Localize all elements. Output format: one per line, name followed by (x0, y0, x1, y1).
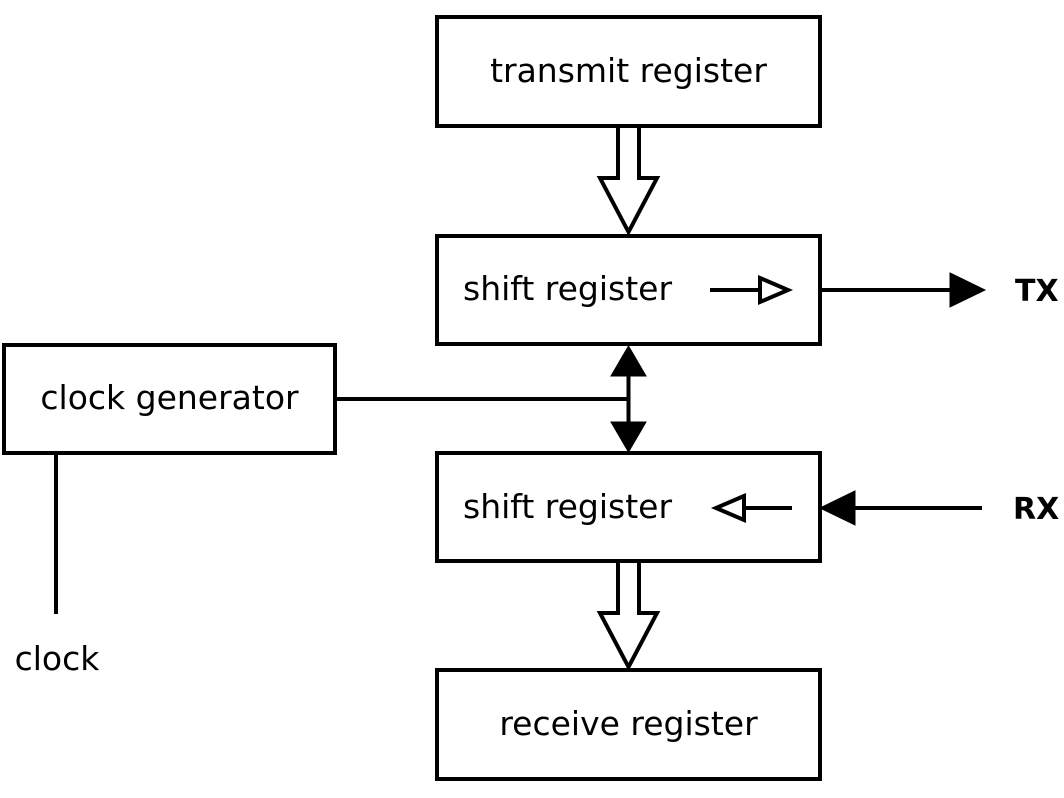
clock-to-rx-arrowhead (610, 421, 647, 453)
receive-register-label: receive register (499, 704, 758, 743)
transmit-register-label: transmit register (490, 51, 767, 90)
clock-generator-label: clock generator (40, 378, 299, 417)
rx-shift-direction-arrowhead (710, 492, 746, 524)
tx-output-arrowhead (949, 272, 987, 308)
transmit-register-block: transmit register (435, 15, 822, 128)
tx-pin-label: TX (1015, 274, 1059, 309)
rx-pin-label: RX (1013, 492, 1059, 527)
tx-shift-direction-arrowhead (758, 274, 794, 306)
rx-load-arrow (596, 559, 661, 672)
clock-signal-label: clock (15, 639, 101, 678)
tx-shift-register-label: shift register (463, 269, 672, 308)
receive-register-block: receive register (435, 668, 822, 781)
rx-shift-register-block: shift register (435, 451, 822, 563)
rx-shift-register-label: shift register (463, 487, 672, 526)
clock-to-tx-arrowhead (610, 345, 647, 377)
receive-register-box (435, 668, 822, 781)
tx-load-arrow (596, 124, 661, 237)
transmit-register-box (435, 15, 822, 128)
tx-shift-register-block: shift register (435, 234, 822, 346)
rx-input-arrowhead (818, 490, 856, 526)
clock-generator-box (2, 343, 337, 455)
clock-generator-block: clock generator (2, 343, 337, 455)
